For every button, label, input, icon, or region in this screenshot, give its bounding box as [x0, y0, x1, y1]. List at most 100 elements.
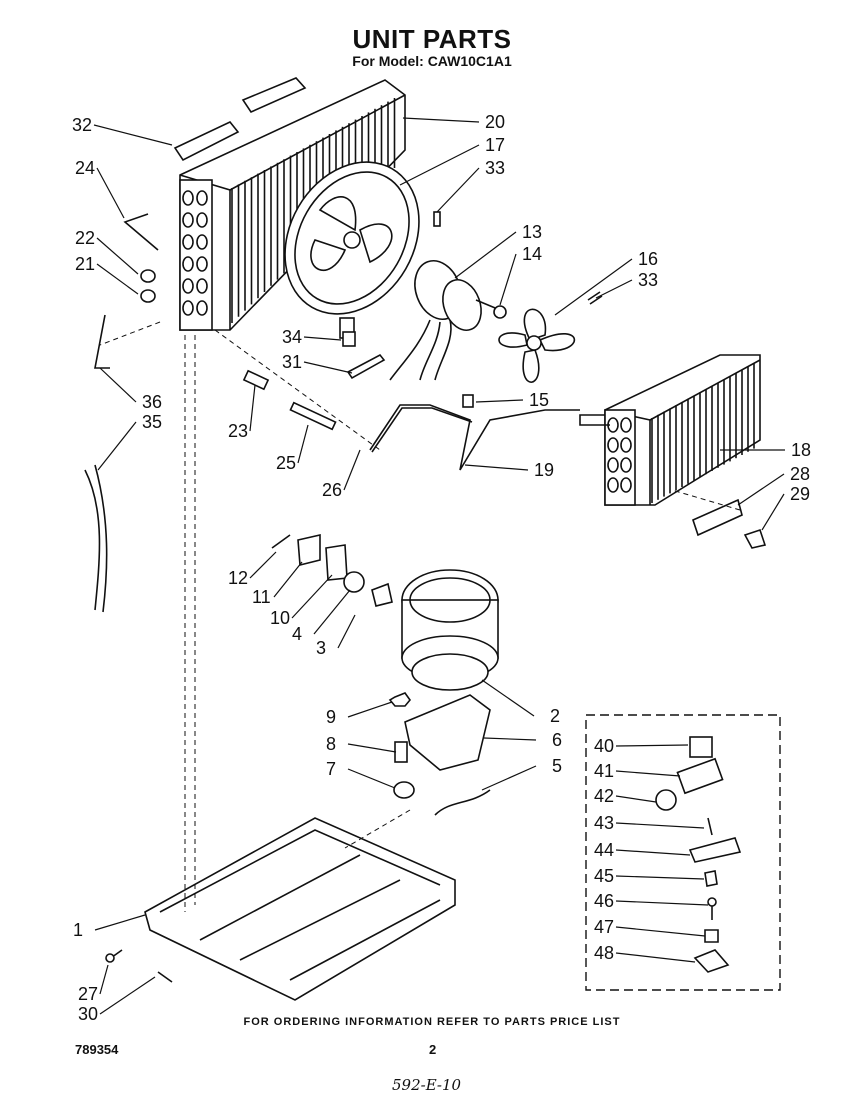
coil-tube-end	[620, 477, 632, 493]
coil-tube-end	[196, 234, 208, 250]
leader-line	[615, 952, 696, 963]
coil-tube-end	[196, 278, 208, 294]
coil-tube-end	[196, 190, 208, 206]
callout-number: 1	[73, 920, 83, 940]
callout-number: 41	[594, 761, 614, 781]
leader-line	[454, 231, 517, 279]
callout-numbers: 1234567891011121314151617181920212223242…	[72, 112, 811, 1024]
leader-line	[475, 399, 524, 403]
leader-line	[615, 926, 706, 937]
callout-number: 4	[292, 624, 302, 644]
callout-number: 42	[594, 786, 614, 806]
clamp-34	[342, 331, 356, 347]
leader-line	[399, 144, 480, 186]
tie-wrap	[271, 534, 291, 549]
leader-line	[96, 263, 139, 295]
coil-tube-end	[196, 212, 208, 228]
leader-line	[481, 765, 537, 791]
coil-tube-end	[196, 256, 208, 272]
coil-tube-end	[620, 417, 632, 433]
coil-tube-end	[182, 256, 194, 272]
assembly-lines	[99, 321, 741, 912]
callout-number: 36	[142, 392, 162, 412]
fan-motor	[389, 260, 501, 381]
leader-line	[249, 384, 256, 432]
leader-line	[737, 473, 785, 506]
coil-tube-end	[182, 300, 194, 316]
spring-clip	[434, 789, 491, 816]
tube-25	[289, 401, 337, 431]
coil-tube-end	[620, 457, 632, 473]
callout-number: 46	[594, 891, 614, 911]
callout-number: 43	[594, 813, 614, 833]
connector-3	[371, 582, 393, 607]
leader-line	[96, 237, 139, 275]
coil-tube-end	[182, 234, 194, 250]
leader-line	[303, 336, 342, 341]
callout-number: 11	[252, 587, 271, 607]
nut-9	[388, 692, 412, 707]
callout-number: 12	[228, 568, 248, 588]
blower-wheel	[498, 308, 576, 383]
page-title: UNIT PARTS	[352, 24, 512, 54]
callout-number: 32	[72, 115, 92, 135]
leader-line	[615, 795, 657, 803]
callout-number: 15	[529, 390, 549, 410]
callout-number: 5	[552, 756, 562, 776]
grommet-22	[140, 269, 156, 283]
bracket-10	[325, 544, 348, 581]
overload	[343, 571, 365, 593]
coil-tube-end	[182, 278, 194, 294]
tube-23	[242, 369, 270, 391]
callout-number: 48	[594, 943, 614, 963]
leader-line	[347, 768, 396, 789]
sleeve-8	[394, 741, 408, 763]
leader-line	[499, 253, 517, 306]
callout-number: 34	[282, 327, 302, 347]
coil-tube-end	[182, 212, 194, 228]
callout-number: 21	[75, 254, 95, 274]
leader-line	[464, 464, 529, 471]
callout-number: 23	[228, 421, 248, 441]
leader-line	[615, 770, 681, 777]
leader-line	[595, 279, 633, 299]
leader-line	[481, 679, 535, 717]
hardware-kit-box	[585, 714, 781, 991]
fan-shroud	[284, 161, 420, 339]
clip-33	[433, 211, 441, 227]
callout-number: 7	[326, 759, 336, 779]
compressor	[401, 569, 499, 691]
leader-line	[337, 614, 356, 649]
leader-line	[761, 493, 785, 531]
callout-number: 35	[142, 412, 162, 432]
leader-line	[343, 449, 361, 491]
leader-line	[99, 367, 137, 403]
callout-number: 19	[534, 460, 554, 480]
coil-tube-end	[607, 477, 619, 493]
handwritten-code: 592-E-10	[392, 1076, 462, 1094]
callout-number: 2	[550, 706, 560, 726]
coil-tube-end	[607, 457, 619, 473]
screw-head-27	[105, 953, 115, 963]
evaporator-coil	[579, 354, 761, 506]
clip-31	[346, 353, 386, 380]
callout-number: 27	[78, 984, 98, 1004]
foam-strips	[173, 77, 307, 162]
leader-line	[615, 875, 705, 880]
coil-tube-end	[182, 190, 194, 206]
leader-line	[297, 424, 309, 464]
callout-number: 17	[485, 135, 505, 155]
leader-line	[97, 421, 137, 471]
hardware-kit-parts	[655, 736, 742, 973]
nut	[493, 305, 507, 319]
callout-number: 6	[552, 730, 562, 750]
cover-28	[692, 498, 743, 537]
leader-line	[96, 167, 125, 219]
callout-number: 40	[594, 736, 614, 756]
callout-number: 8	[326, 734, 336, 754]
coil-tube-end	[607, 437, 619, 453]
callout-number: 29	[790, 484, 810, 504]
leader-line	[93, 124, 173, 146]
coil-tube-end	[620, 437, 632, 453]
